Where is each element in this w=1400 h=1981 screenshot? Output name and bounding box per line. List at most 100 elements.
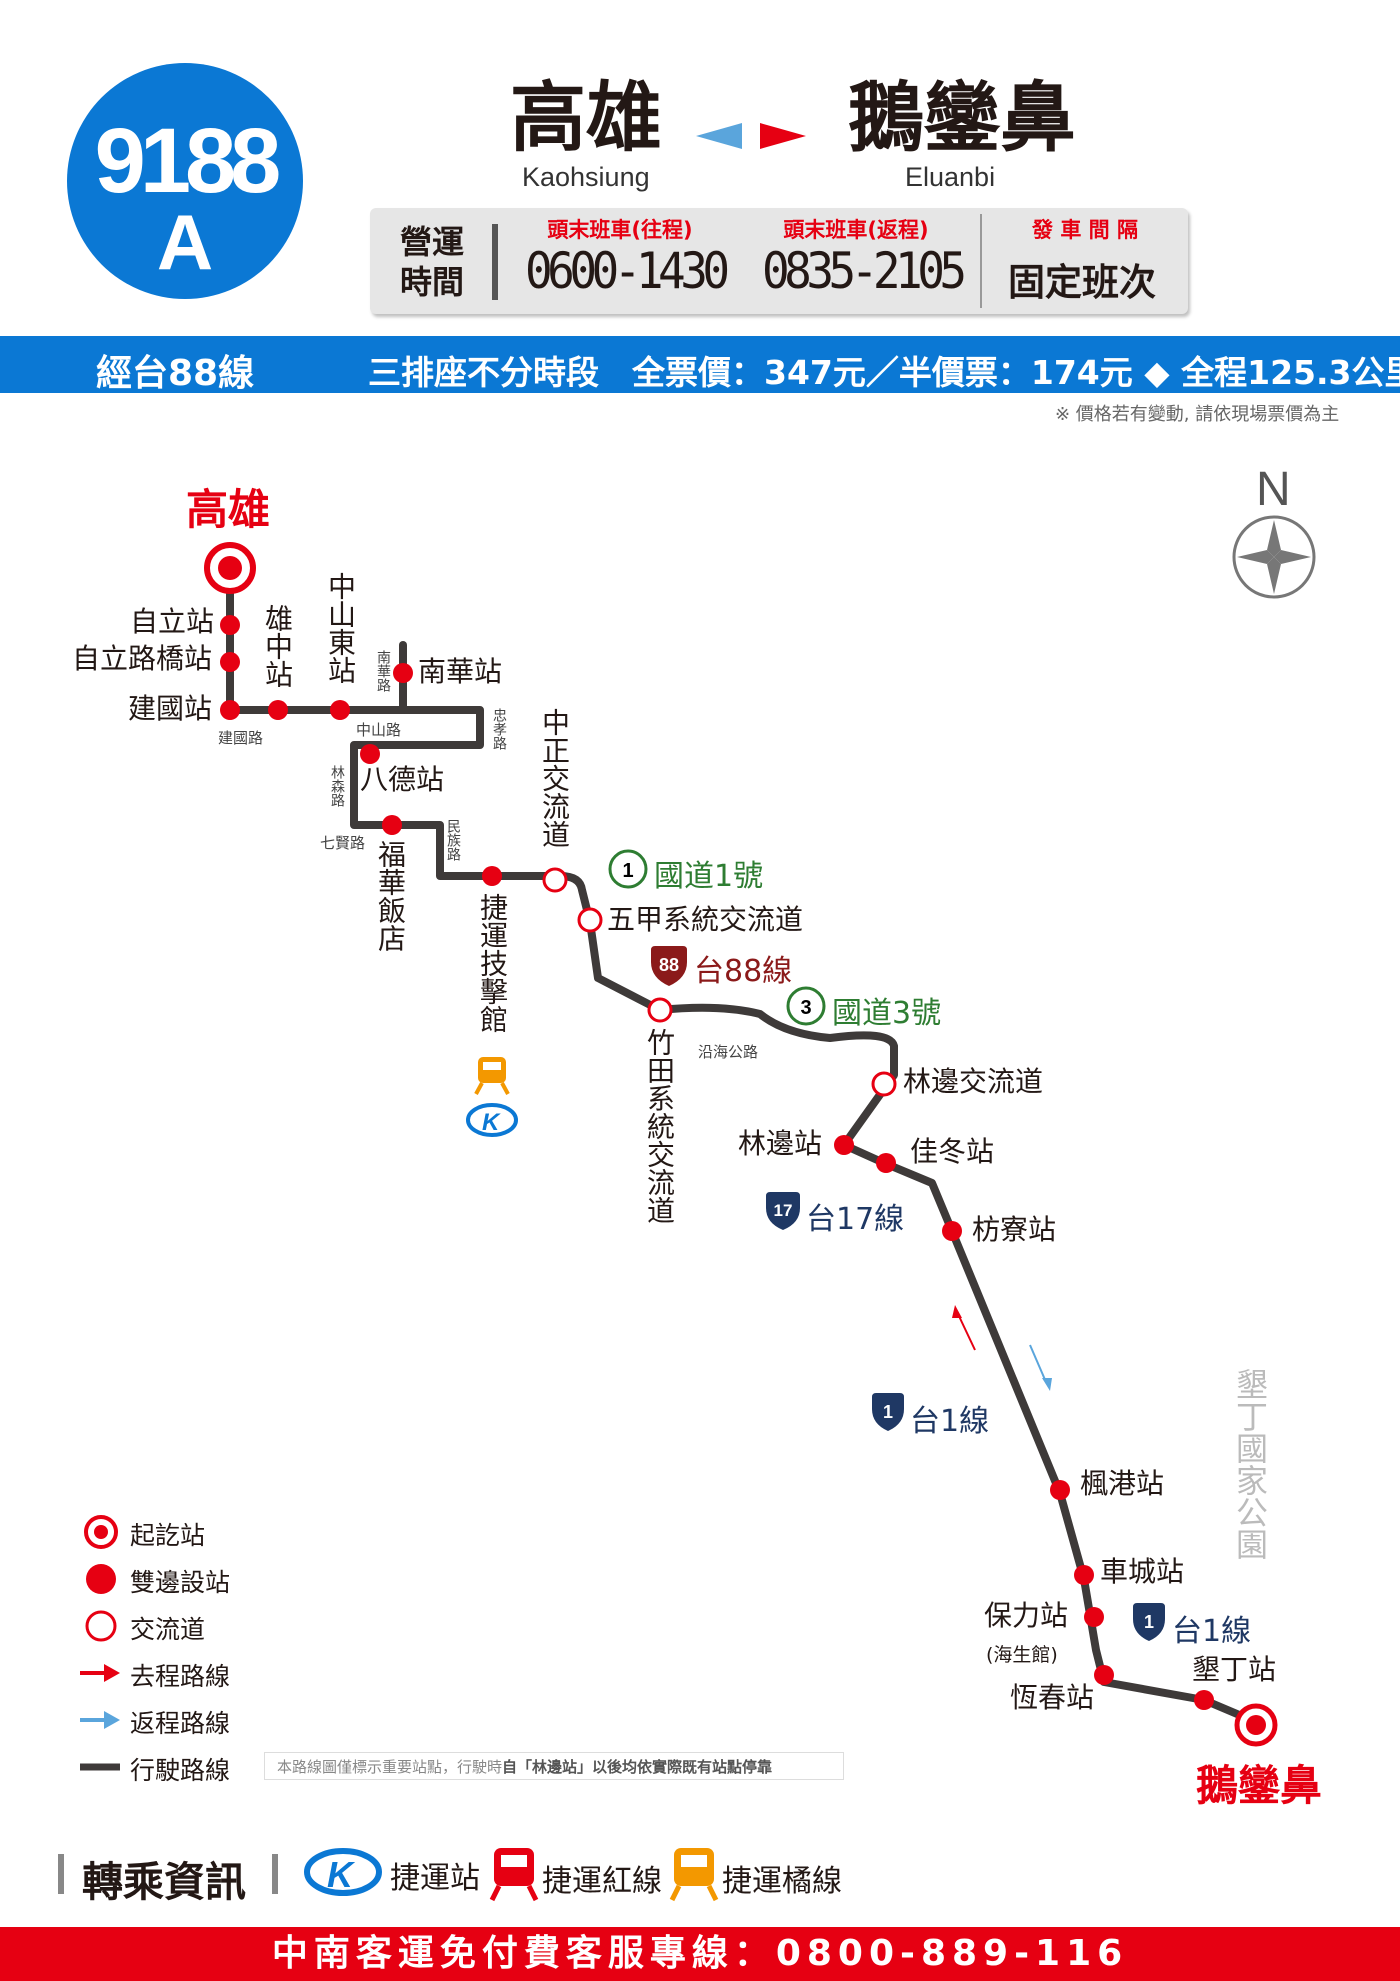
stop-label-nanhua: 南華站 [418, 655, 503, 688]
stop-dot-bade [360, 744, 380, 764]
highway-shield-prov1b-icon: 1 [1133, 1603, 1165, 1641]
return-arrow-icon [1029, 1344, 1052, 1391]
stop-dot-fangliao [942, 1221, 962, 1241]
outbound-arrow-icon [952, 1305, 976, 1351]
stop-label-baoli: 保力站 [984, 1599, 1069, 1632]
stop-label-xiongzhong: 雄中站 [261, 604, 294, 688]
road-label-coastal: 沿海公路 [698, 1043, 759, 1061]
stop-label-jiadong: 佳冬站 [910, 1135, 995, 1168]
svg-text:1: 1 [883, 1402, 893, 1422]
via-route: 經台88線 [96, 353, 255, 394]
stop-label-linbian-ic: 林邊交流道 [903, 1065, 1044, 1098]
stop-sublabel-baoli: (海生館) [986, 1644, 1058, 1666]
stop-label-wujia-ic: 五甲系統交流道 [607, 903, 804, 936]
stop-dot-nanhua [393, 663, 413, 683]
legend-stop-icon [86, 1564, 116, 1594]
direction-arrows-icon [696, 123, 806, 149]
highway-shield-nat1-icon: 1 [608, 849, 648, 889]
interchange-linbian [871, 1071, 897, 1097]
transfer-bar-left [58, 1854, 64, 1894]
highway-label-nat3: 國道3號 [832, 996, 942, 1031]
mrt-orange-line-icon [474, 1057, 510, 1095]
stops [220, 615, 1214, 1710]
road-label-zhongxiao: 忠孝路 [491, 708, 507, 750]
hours-label: 營運 時間 [399, 223, 464, 301]
svg-text:1: 1 [622, 860, 633, 882]
stop-label-hengchun: 恆春站 [1010, 1681, 1095, 1714]
stop-dot-linbian [834, 1135, 854, 1155]
interchange-wujia [577, 907, 603, 933]
route-line [226, 564, 1260, 1726]
svg-text:1: 1 [1144, 1612, 1154, 1632]
stop-label-fenggang: 楓港站 [1080, 1467, 1165, 1500]
transfer-bar-right [272, 1854, 278, 1894]
svg-text:17: 17 [774, 1201, 793, 1220]
highway-shield-nat3-icon: 3 [786, 986, 826, 1026]
road-label-linsen: 林森路 [329, 765, 345, 807]
legend-label-route: 行駛路線 [130, 1756, 231, 1785]
stop-label-linbian: 林邊站 [738, 1127, 823, 1160]
operating-hours-box: 營運 時間 頭末班車(往程) 0600-1430 頭末班車(返程) 0835-2… [370, 208, 1188, 314]
interchange-zhongzheng [542, 867, 568, 893]
road-label-minzu: 民族路 [445, 819, 461, 861]
highway-label-prov17: 台17線 [806, 1202, 905, 1237]
svg-text:88: 88 [659, 955, 679, 975]
stop-dot-mrt-tech [482, 866, 502, 886]
legend-return-arrow-icon [80, 1711, 120, 1729]
mrt-station-logo-icon: K [466, 1103, 518, 1137]
fare-info: 三排座不分時段 全票價：347元／半價票：174元 ◆ 全程125.3公里 [368, 353, 1400, 392]
stop-dot-jiadong [876, 1153, 896, 1173]
stop-dot-kenting [1194, 1690, 1214, 1710]
outbound-time: 0600-1430 [525, 242, 730, 300]
highway-label-prov1b: 台1線 [1172, 1614, 1252, 1649]
svg-text:K: K [327, 1854, 356, 1895]
stop-dot-xiongzhong [268, 700, 288, 720]
transfer-mrt-logo-icon: K [304, 1848, 382, 1896]
stop-dot-baoli [1084, 1607, 1104, 1627]
highway-label-nat1: 國道1號 [654, 859, 764, 894]
stop-label-checheng: 車城站 [1100, 1555, 1185, 1588]
transfer-orange-line-icon [669, 1848, 719, 1902]
legend-label-outbound: 去程路線 [130, 1662, 231, 1691]
stop-dot-zili-bridge [220, 652, 240, 672]
highway-label-prov88: 台88線 [694, 954, 793, 989]
destination-label: 鵝鑾鼻 [1196, 1761, 1323, 1810]
transfer-label-red-line: 捷運紅線 [542, 1864, 662, 1899]
stop-label-bade: 八德站 [360, 763, 445, 796]
transfer-label-mrt-station: 捷運站 [390, 1861, 480, 1896]
return-time: 0835-2105 [762, 242, 967, 300]
price-note: ※ 價格若有變動, 請依現場票價為主 [1055, 404, 1340, 425]
road-label-zhongshan: 中山路 [356, 721, 402, 739]
stop-label-fuhua: 福華飯店 [374, 840, 407, 952]
highway-shield-prov17-icon: 17 [766, 1192, 800, 1230]
hotline-bar: 中南客運免付費客服專線：0800-889-116 [0, 1927, 1400, 1981]
park-label: 墾丁國家公園 [1231, 1368, 1269, 1560]
stop-label-kenting: 墾丁站 [1192, 1653, 1277, 1686]
interval-value: 固定班次 [1008, 261, 1156, 304]
stop-label-mrt-tech: 捷運技擊館 [476, 893, 509, 1033]
stop-label-zili: 自立站 [130, 605, 215, 638]
road-label-jianguo: 建國路 [218, 729, 264, 747]
stop-label-fangliao: 枋寮站 [972, 1213, 1057, 1246]
stop-label-zhutian-ic: 竹田系統交流道 [643, 1028, 676, 1224]
compass-icon [1232, 515, 1316, 599]
stop-label-zhongzheng-ic: 中正交流道 [538, 708, 571, 848]
origin-label: 高雄 [186, 485, 271, 534]
stop-dot-zhongshan-east [330, 700, 350, 720]
svg-text:3: 3 [800, 997, 811, 1019]
stop-dot-hengchun [1094, 1665, 1114, 1685]
stop-dot-zili [220, 615, 240, 635]
route-badge: 9188 A [67, 63, 303, 299]
legend-label-stop: 雙邊設站 [130, 1568, 231, 1597]
route-number: 9188 [94, 110, 282, 212]
road-label-qixian: 七賢路 [320, 834, 366, 852]
legend-label-interchange: 交流道 [130, 1615, 206, 1644]
stop-label-jianguo: 建國站 [128, 692, 213, 725]
divider [980, 214, 982, 308]
stop-label-zili-bridge: 自立路橋站 [72, 642, 213, 675]
svg-text:K: K [482, 1109, 501, 1136]
destination-city: 鵝鑾鼻 [848, 73, 1076, 162]
legend-outbound-arrow-icon [80, 1664, 120, 1682]
stop-dot-fenggang [1050, 1480, 1070, 1500]
